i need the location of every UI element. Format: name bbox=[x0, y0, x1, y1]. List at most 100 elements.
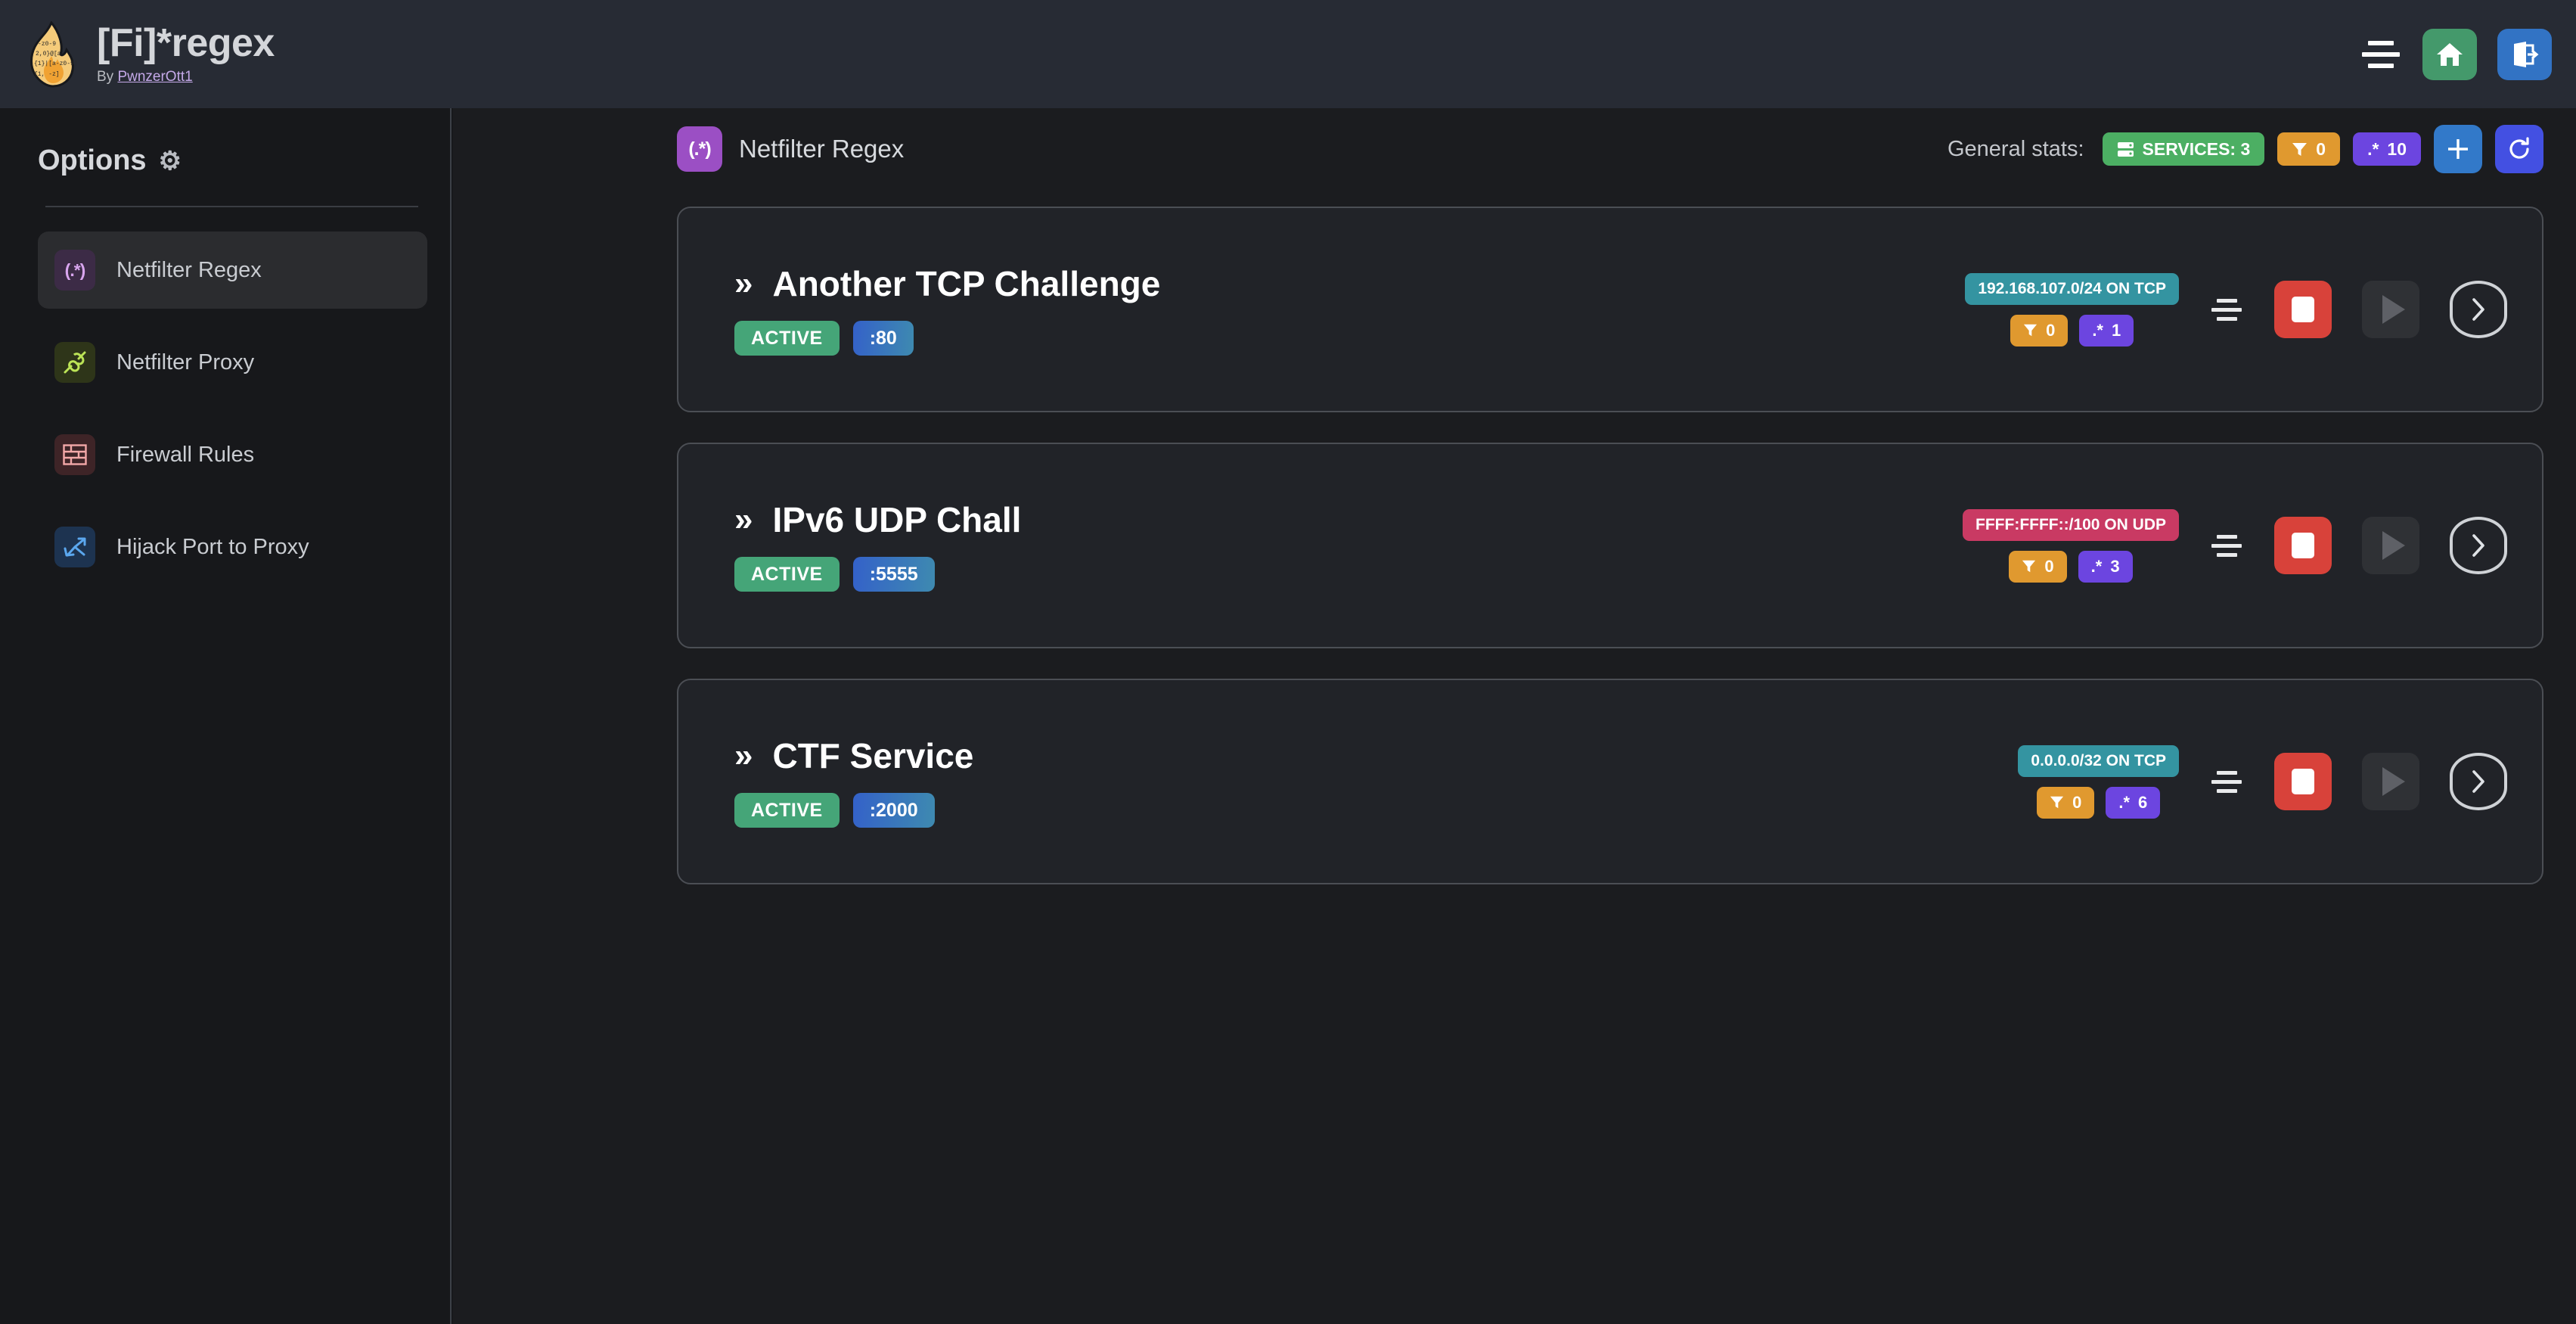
play-button[interactable] bbox=[2362, 517, 2419, 574]
double-chevron-icon: » bbox=[734, 501, 753, 538]
logout-icon bbox=[2514, 41, 2539, 67]
main-header: (.*) Netfilter Regex General stats: SERV… bbox=[453, 108, 2576, 190]
chevron-right-icon bbox=[2472, 534, 2484, 557]
chevron-right-icon bbox=[2472, 770, 2484, 793]
service-counts: 0 .* 1 bbox=[2010, 314, 2134, 347]
sidebar-item-hijack-port-to-proxy[interactable]: Hijack Port to Proxy bbox=[38, 508, 427, 586]
sidebar-nav: (.*) Netfilter Regex Netfilter Proxy Fir… bbox=[23, 232, 427, 586]
service-regex-count: 1 bbox=[2112, 320, 2121, 340]
service-card[interactable]: » CTF Service ACTIVE :2000 0.0.0.0/32 ON… bbox=[677, 679, 2543, 884]
service-info: » Another TCP Challenge ACTIVE :80 bbox=[734, 263, 1160, 356]
stop-icon bbox=[2292, 297, 2314, 322]
drag-handle-icon[interactable] bbox=[2209, 294, 2244, 325]
service-card[interactable]: » IPv6 UDP Chall ACTIVE :5555 FFFF:FFFF:… bbox=[677, 443, 2543, 648]
status-badge: ACTIVE bbox=[734, 793, 840, 828]
stat-regex-badge: .* 10 bbox=[2353, 132, 2421, 166]
stop-button[interactable] bbox=[2274, 517, 2332, 574]
network-badge: 0.0.0.0/32 ON TCP bbox=[2018, 744, 2179, 777]
sidebar-divider bbox=[45, 206, 418, 207]
play-icon bbox=[2382, 767, 2405, 796]
plug-icon bbox=[54, 342, 95, 383]
sidebar-title-label: Options bbox=[38, 145, 147, 176]
service-info: » IPv6 UDP Chall ACTIVE :5555 bbox=[734, 499, 1021, 592]
open-service-button[interactable] bbox=[2450, 753, 2507, 810]
drag-handle-icon[interactable] bbox=[2209, 530, 2244, 561]
server-icon bbox=[2117, 141, 2134, 157]
service-card[interactable]: » Another TCP Challenge ACTIVE :80 192.1… bbox=[677, 207, 2543, 412]
refresh-button[interactable] bbox=[2495, 125, 2543, 173]
regex-glyph-icon: .* bbox=[2118, 792, 2131, 812]
top-bar-actions bbox=[2360, 28, 2552, 80]
brand: -z0-9 2,0}@[a {1}|[a-z0-9] {1, -z] [Fi]*… bbox=[24, 20, 275, 88]
sidebar-title: Options ⚙ bbox=[23, 108, 427, 177]
general-stats: General stats: SERVICES: 3 0 .* 10 bbox=[1948, 125, 2543, 173]
stop-button[interactable] bbox=[2274, 753, 2332, 810]
service-filter-badge: 0 bbox=[2009, 550, 2067, 583]
service-name: CTF Service bbox=[772, 736, 974, 775]
network-badge: FFFF:FFFF::/100 ON UDP bbox=[1963, 508, 2179, 541]
main-content: (.*) Netfilter Regex General stats: SERV… bbox=[453, 108, 2576, 1324]
service-filter-count: 0 bbox=[2072, 792, 2082, 812]
play-icon bbox=[2382, 295, 2405, 324]
branch-icon bbox=[54, 527, 95, 567]
play-button[interactable] bbox=[2362, 753, 2419, 810]
by-prefix: By bbox=[97, 69, 118, 85]
stop-icon bbox=[2292, 533, 2314, 558]
regex-glyph-icon: .* bbox=[2367, 138, 2379, 159]
open-service-button[interactable] bbox=[2450, 517, 2507, 574]
play-button[interactable] bbox=[2362, 281, 2419, 338]
drag-handle-icon[interactable] bbox=[2209, 766, 2244, 797]
add-service-button[interactable] bbox=[2434, 125, 2482, 173]
sidebar-item-label: Firewall Rules bbox=[116, 442, 255, 467]
plus-icon bbox=[2448, 139, 2468, 159]
service-actions: 0.0.0.0/32 ON TCP 0 .* 6 bbox=[2018, 744, 2507, 819]
service-filter-badge: 0 bbox=[2037, 786, 2095, 819]
service-counts: 0 .* 6 bbox=[2037, 786, 2161, 819]
port-badge: :5555 bbox=[852, 557, 935, 592]
regex-icon: (.*) bbox=[54, 250, 95, 291]
home-button[interactable] bbox=[2422, 28, 2477, 80]
stop-button[interactable] bbox=[2274, 281, 2332, 338]
service-filter-count: 0 bbox=[2046, 320, 2056, 340]
service-badges: ACTIVE :2000 bbox=[734, 793, 973, 828]
stat-filter-count: 0 bbox=[2316, 138, 2326, 159]
svg-text:{1}|[a-z0-9]: {1}|[a-z0-9] bbox=[34, 61, 77, 67]
home-icon bbox=[2437, 42, 2463, 66]
sidebar-item-netfilter-regex[interactable]: (.*) Netfilter Regex bbox=[38, 232, 427, 309]
status-badge: ACTIVE bbox=[734, 557, 840, 592]
svg-text:{1, -z]: {1, -z] bbox=[34, 71, 60, 78]
regex-glyph-icon: .* bbox=[2090, 556, 2103, 576]
service-network-stats: 192.168.107.0/24 ON TCP 0 .* 1 bbox=[1965, 272, 2179, 347]
service-regex-badge: .* 6 bbox=[2106, 786, 2161, 819]
service-counts: 0 .* 3 bbox=[2009, 550, 2133, 583]
author-link[interactable]: PwnzerOtt1 bbox=[117, 69, 193, 85]
sidebar-item-label: Hijack Port to Proxy bbox=[116, 534, 309, 559]
flame-regex-logo-icon: -z0-9 2,0}@[a {1}|[a-z0-9] {1, -z] bbox=[30, 20, 77, 88]
service-regex-badge: .* 1 bbox=[2079, 314, 2134, 347]
align-center-icon[interactable] bbox=[2360, 38, 2402, 71]
top-bar: -z0-9 2,0}@[a {1}|[a-z0-9] {1, -z] [Fi]*… bbox=[0, 0, 2576, 108]
page-regex-icon: (.*) bbox=[677, 126, 722, 172]
filter-icon bbox=[2022, 560, 2036, 573]
brick-wall-icon bbox=[54, 434, 95, 475]
stop-icon bbox=[2292, 769, 2314, 794]
app-title: [Fi]*regex bbox=[97, 20, 275, 65]
sidebar-item-netfilter-proxy[interactable]: Netfilter Proxy bbox=[38, 324, 427, 401]
network-badge: 192.168.107.0/24 ON TCP bbox=[1965, 272, 2179, 305]
service-title-row: » Another TCP Challenge bbox=[734, 263, 1160, 304]
open-service-button[interactable] bbox=[2450, 281, 2507, 338]
service-actions: FFFF:FFFF::/100 ON UDP 0 .* 3 bbox=[1963, 508, 2507, 583]
chevron-right-icon bbox=[2472, 298, 2484, 321]
service-title-row: » IPv6 UDP Chall bbox=[734, 499, 1021, 540]
double-chevron-icon: » bbox=[734, 265, 753, 302]
service-network-stats: FFFF:FFFF::/100 ON UDP 0 .* 3 bbox=[1963, 508, 2179, 583]
refresh-icon bbox=[2509, 137, 2529, 159]
logout-button[interactable] bbox=[2497, 28, 2552, 80]
service-regex-count: 3 bbox=[2110, 556, 2120, 576]
sidebar-item-firewall-rules[interactable]: Firewall Rules bbox=[38, 416, 427, 493]
sidebar-item-label: Netfilter Regex bbox=[116, 257, 262, 282]
sidebar: Options ⚙ (.*) Netfilter Regex Netfilter… bbox=[0, 108, 452, 1324]
regex-glyph-icon: .* bbox=[2092, 320, 2103, 340]
brand-text: [Fi]*regex By PwnzerOtt1 bbox=[97, 23, 275, 86]
service-filter-badge: 0 bbox=[2010, 314, 2069, 347]
